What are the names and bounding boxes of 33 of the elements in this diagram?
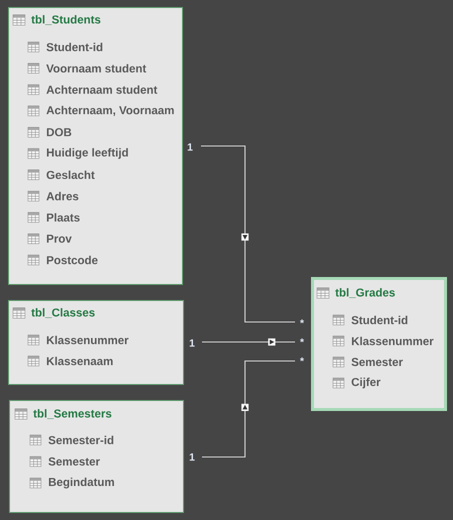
column-name: Plaats [46,213,80,222]
column-name: Achternaam, Voornaam [46,106,174,116]
relationship-line [201,145,295,323]
column-name: Semester-id [48,436,114,444]
column-name: Student-id [46,42,102,52]
column-name: Achternaam student [46,85,158,94]
column-name: Huidige leeftijd [46,148,128,159]
table-title: tbl_Students [31,15,100,25]
column-name: Begindatum [48,478,114,488]
column-name: Voornaam student [46,64,146,73]
column-name: Adres [46,192,78,200]
column-name: Klassenummer [352,336,434,346]
table-title: tbl_Classes [31,308,95,318]
column-name: Geslacht [46,170,95,180]
column-name: Semester [352,358,403,366]
column-name: DOB [46,128,72,136]
column-name: Postcode [46,256,98,264]
cardinality-label: * [300,338,304,342]
cardinality-label: 1 [190,339,195,347]
column-name: Prov [46,234,72,243]
cardinality-label: * [300,319,304,324]
cardinality-label: 1 [190,453,195,461]
relationship-line [202,338,295,346]
column-name: Semester [48,457,100,466]
column-name: Klassenaam [46,356,113,366]
relationship-line [202,360,295,458]
cardinality-label: * [300,357,304,362]
column-name: Student-id [352,316,408,324]
table-title: tbl_Grades [335,288,395,298]
column-name: Cijfer [352,378,380,388]
column-name: Klassenummer [46,336,128,344]
table-title: tbl_Semesters [33,409,112,419]
cardinality-label: 1 [188,143,193,151]
